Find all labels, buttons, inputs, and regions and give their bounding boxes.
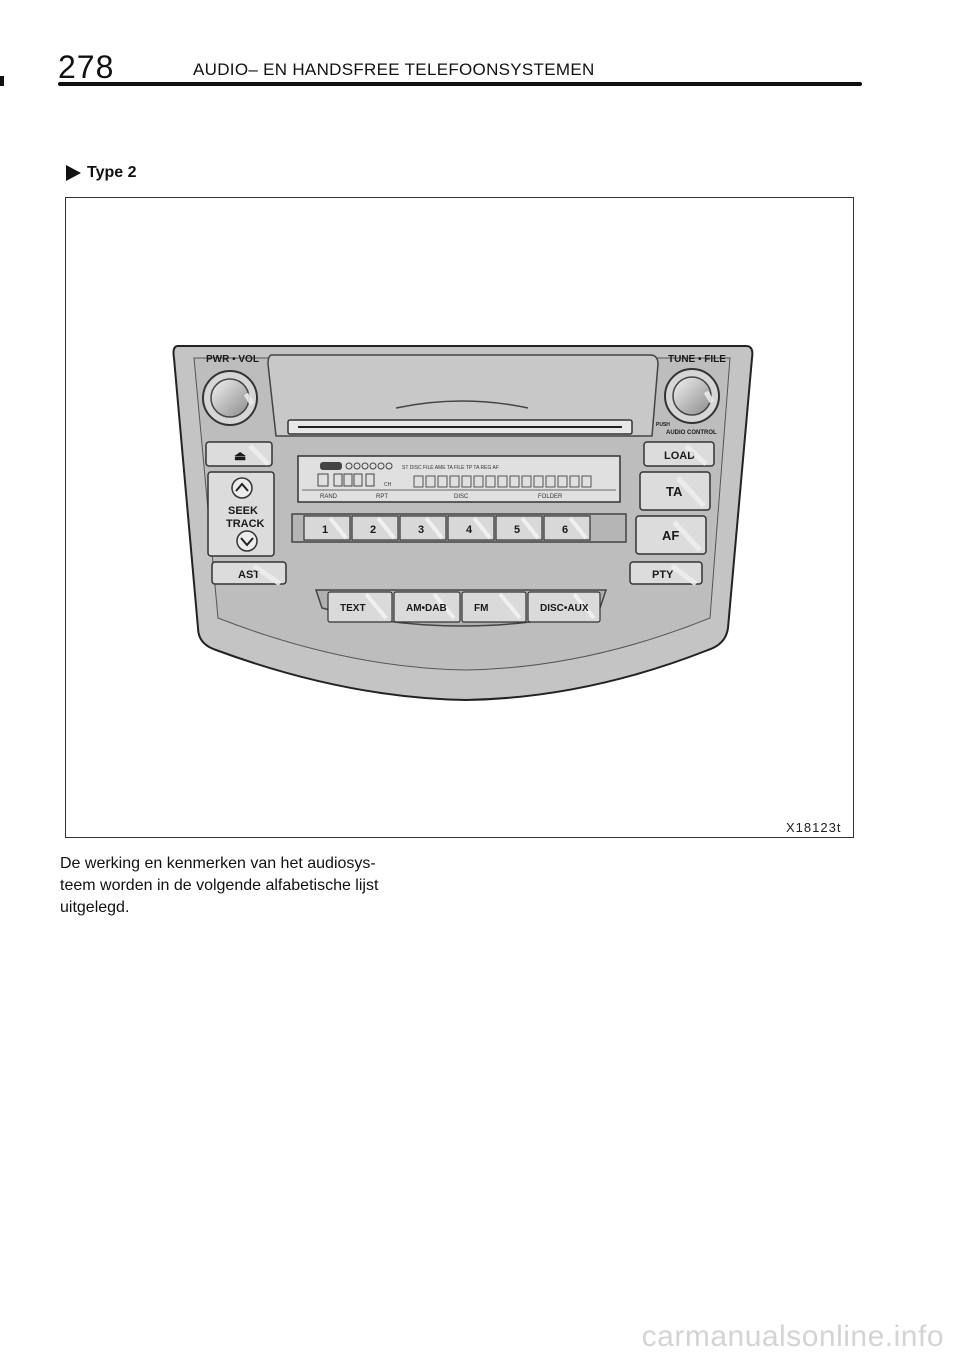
tune-file-label: TUNE • FILE: [668, 354, 726, 365]
preset-shading: [376, 516, 396, 540]
page-corner-mark: [0, 76, 4, 86]
running-title: AUDIO– EN HANDSFREE TELEFOONSYSTEMEN: [193, 60, 595, 79]
bottom-button-label: AM•DAB: [406, 603, 447, 614]
lcd-dots: [345, 462, 393, 470]
section-heading: Type 2: [66, 163, 137, 183]
lcd-cd-indicator: [320, 462, 342, 470]
cd-slot-recess: [267, 354, 659, 437]
ta-label: TA: [666, 484, 683, 499]
bottom-button-3[interactable]: [527, 591, 601, 623]
lcd-segment-digits: [317, 473, 592, 488]
preset-label: 4: [466, 524, 473, 536]
audio-panel-illustration: ST DISC FILE AME TA FILE TP TA REG AF: [172, 345, 841, 835]
body-line: teem worden in de volgende alfabetische …: [60, 877, 379, 894]
button-shading: [243, 390, 715, 587]
bottom-button-shading: [364, 592, 388, 620]
bottom-button-1[interactable]: [393, 591, 461, 623]
load-button[interactable]: [643, 441, 715, 467]
preset-shading: [568, 516, 588, 540]
lcd-indicators: ST DISC FILE AME TA FILE TP TA REG AF: [402, 465, 499, 471]
af-label: AF: [662, 528, 679, 543]
section-heading-text: Type 2: [87, 164, 137, 181]
bottom-buttons: TEXT AM•DAB FM DISC•AUX: [327, 591, 601, 623]
preset-label: 6: [562, 524, 568, 536]
preset-label: 5: [514, 524, 520, 536]
figure-code: X18123t: [786, 820, 841, 835]
body-paragraph: De werking en kenmerken van het audiosys…: [60, 853, 460, 919]
body-line: uitgelegd.: [60, 899, 130, 916]
pwr-vol-label: PWR • VOL: [206, 354, 259, 365]
pty-button[interactable]: [629, 561, 703, 585]
seek-label: SEEK: [228, 505, 258, 517]
preset-shading: [424, 516, 444, 540]
bottom-button-shading: [572, 592, 596, 620]
ast-label: AST: [238, 569, 260, 581]
lcd-ch: CH: [384, 482, 392, 488]
preset-shading: [328, 516, 348, 540]
bottom-button-0[interactable]: [327, 591, 393, 623]
tune-file-knob-cap: [672, 376, 712, 416]
seek-up-icon[interactable]: [231, 477, 253, 499]
chevron-down-icon: [240, 537, 254, 547]
preset-buttons: 1 2 3 4 5 6: [303, 515, 591, 541]
ast-button[interactable]: [211, 561, 287, 585]
track-label: TRACK: [226, 518, 265, 530]
eject-icon: ⏏: [234, 448, 246, 463]
lcd-folder: FOLDER: [538, 494, 563, 500]
preset-button-6[interactable]: [543, 515, 591, 541]
seek-track-button[interactable]: [207, 471, 275, 557]
chevron-up-icon: [235, 482, 249, 492]
bottom-button-shading: [498, 592, 522, 620]
load-label: LOAD: [664, 450, 695, 462]
page-header: 278 AUDIO– EN HANDSFREE TELEFOONSYSTEMEN: [58, 48, 862, 92]
preset-shading: [472, 516, 492, 540]
bottom-button-label: TEXT: [340, 603, 366, 614]
figure-frame: ST DISC FILE AME TA FILE TP TA REG AF: [65, 197, 854, 838]
seek-down-icon[interactable]: [236, 530, 258, 552]
header-rule: [58, 82, 862, 86]
lcd-rand: RAND: [320, 494, 338, 500]
pwr-vol-knob-cap: [210, 378, 250, 418]
cd-slot-lip: [395, 400, 529, 409]
push-label: PUSH: [656, 422, 670, 428]
site-watermark: carmanualsonline.info: [641, 1320, 944, 1353]
pty-label: PTY: [652, 569, 674, 581]
bottom-button-label: FM: [474, 603, 488, 614]
lcd-rpt: RPT: [376, 494, 388, 500]
page-number: 278: [58, 49, 115, 85]
af-button[interactable]: [635, 515, 707, 555]
triangle-bullet-icon: [66, 165, 81, 181]
lcd-disc: DISC: [454, 494, 469, 500]
body-line: De werking en kenmerken van het audiosys…: [60, 855, 376, 872]
bottom-button-shading: [432, 592, 456, 620]
bottom-button-label: DISC•AUX: [540, 603, 589, 614]
preset-label: 3: [418, 524, 424, 536]
preset-label: 2: [370, 524, 376, 536]
ta-button[interactable]: [639, 471, 711, 511]
audio-control-label: AUDIO CONTROL: [666, 430, 717, 436]
preset-label: 1: [322, 524, 328, 536]
preset-shading: [520, 516, 540, 540]
bottom-button-2[interactable]: [461, 591, 527, 623]
